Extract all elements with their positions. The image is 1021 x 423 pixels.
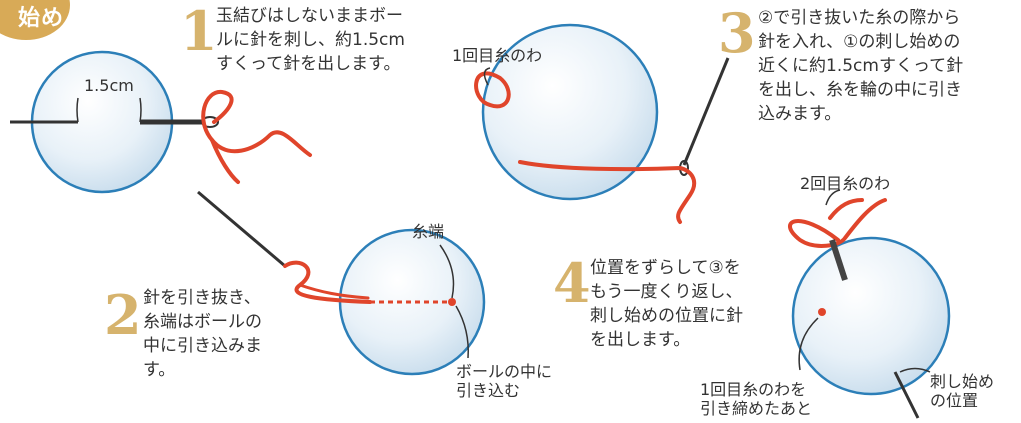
pull-into-ball-label: ボールの中に 引き込む [456, 362, 552, 400]
thread-end-label: 糸端 [412, 222, 445, 241]
step2-number: 2 [104, 283, 142, 347]
pull-into-ball-line: 引き込む [456, 381, 521, 400]
first-loop-step3 [474, 71, 511, 109]
step4-line: もう一度くり返し、 [590, 282, 743, 302]
step2-line: 糸端はボールの [143, 312, 262, 332]
second-loop-label: 2回目糸のわ [800, 174, 891, 193]
step1-line: 玉結びはしないままボー [216, 6, 403, 26]
measure-bracket-right [139, 97, 142, 123]
first-loop-label: 1回目糸のわ [452, 46, 543, 65]
start-position-label: 刺し始め の位置 [930, 372, 994, 410]
step3-text: ②で引き抜いた糸の際から 針を入れ、①の刺し始めの 近くに約1.5cmすくって針… [758, 6, 963, 126]
callout-tightened [798, 317, 819, 371]
step4-line: を出します。 [590, 330, 691, 350]
step3-line: 込みます。 [758, 104, 842, 124]
start-badge-label: 始め [18, 6, 65, 31]
pull-into-ball-line: ボールの中に [456, 362, 553, 381]
start-needle-step4 [893, 371, 920, 419]
thread-step1 [201, 90, 312, 157]
callout-pull-in [455, 305, 469, 359]
step2-text: 針を引き抜き、 糸端はボールの 中に引き込みま す。 [143, 286, 262, 382]
first-loop-tightened-line: 引き締めたあと [700, 399, 813, 418]
callout-thread-end [439, 244, 455, 299]
step4-line: 刺し始めの位置に針 [590, 306, 743, 326]
tightened-loop-dot [818, 308, 826, 316]
step1-line: すくって針を出します。 [216, 54, 401, 74]
step2-line: す。 [143, 360, 176, 380]
ball-step2 [197, 190, 486, 376]
step1-line: ルに針を刺し、約1.5cm [216, 30, 405, 50]
needle-step4 [829, 239, 848, 281]
thread-step3 [518, 160, 697, 224]
step2-line: 中に引き込みま [143, 336, 262, 356]
step2-line: 針を引き抜き、 [143, 288, 261, 308]
ball-step1 [10, 50, 312, 194]
measure-bracket-left [76, 97, 79, 123]
step3-line: ②で引き抜いた糸の際から [758, 8, 961, 28]
step3-line: 近くに約1.5cmすくって針 [758, 56, 964, 76]
measure-label: 1.5cm [84, 76, 134, 95]
step3-line: を出し、糸を輪の中に引き [758, 80, 962, 100]
callout-second-loop [825, 189, 841, 206]
start-position-line: の位置 [930, 391, 979, 410]
thread-end-dot [448, 298, 456, 306]
first-loop-tightened-label: 1回目糸のわを 引き締めたあと [700, 380, 812, 418]
step4-text: 位置をずらして③を もう一度くり返し、 刺し始めの位置に針 を出します。 [590, 256, 743, 352]
callout-first-loop [483, 67, 491, 86]
ball-step4 [788, 189, 951, 419]
step1-text: 玉結びはしないままボー ルに針を刺し、約1.5cm すくって針を出します。 [216, 4, 405, 76]
ball-step3 [474, 23, 730, 224]
step4-number: 4 [553, 251, 591, 315]
step3-line: 針を入れ、①の刺し始めの [758, 32, 961, 52]
step3-number: 3 [718, 1, 756, 65]
step1-number: 1 [180, 0, 218, 63]
needle-step3 [682, 57, 730, 166]
start-position-line: 刺し始め [930, 372, 995, 391]
step4-line: 位置をずらして③を [590, 258, 741, 278]
callout-start [899, 367, 931, 373]
needle-step2 [197, 190, 286, 268]
first-loop-tightened-line: 1回目糸のわを [700, 380, 807, 399]
second-loop-step4 [788, 198, 887, 248]
